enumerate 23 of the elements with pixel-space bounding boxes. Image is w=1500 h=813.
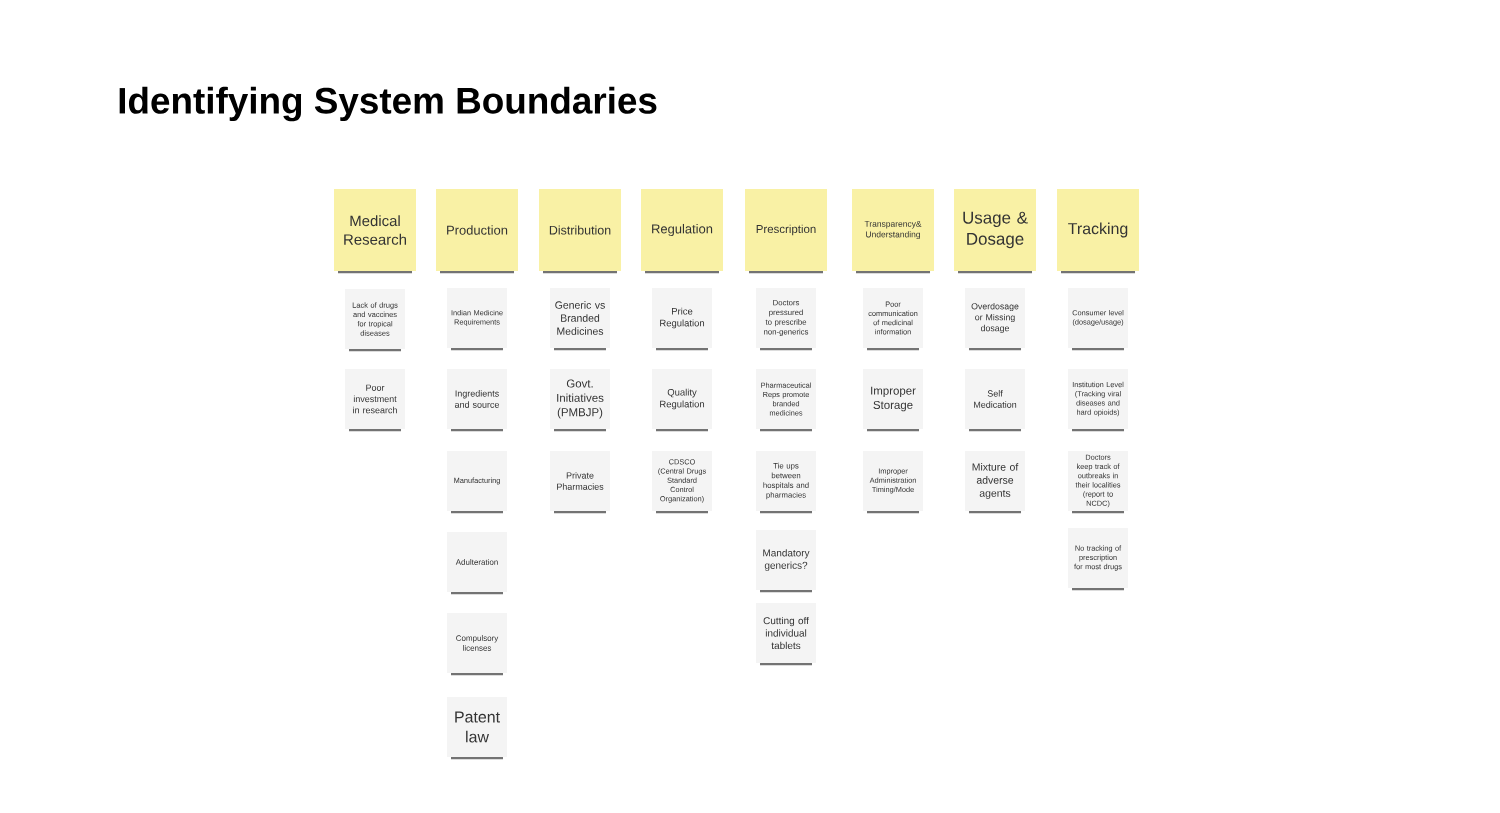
- sticky-note: Improper Storage: [863, 369, 923, 432]
- sticky-note: Overdosage or Missing dosage: [965, 288, 1025, 351]
- category-note: Production: [436, 189, 518, 274]
- sticky-note: Cutting off individual tablets: [756, 603, 816, 666]
- sticky-note: Govt. Initiatives (PMBJP): [550, 369, 610, 432]
- category-note: Medical Research: [334, 189, 416, 274]
- sticky-note: Mixture of adverse agents: [965, 451, 1025, 514]
- category-note: Tracking: [1057, 189, 1139, 274]
- sticky-note: Patent law: [447, 697, 507, 760]
- category-note: Prescription: [745, 189, 827, 274]
- sticky-note: Private Pharmacies: [550, 451, 610, 514]
- category-note: Transparency& Understanding: [852, 189, 934, 274]
- category-note: Usage & Dosage: [954, 189, 1036, 274]
- sticky-note: Quality Regulation: [652, 369, 712, 432]
- sticky-note: Price Regulation: [652, 288, 712, 351]
- category-note: Regulation: [641, 189, 723, 274]
- category-note: Distribution: [539, 189, 621, 274]
- sticky-note: Poor investment in research: [345, 369, 405, 432]
- sticky-note: Mandatory generics?: [756, 530, 816, 593]
- sticky-note: Ingredients and source: [447, 369, 507, 432]
- sticky-note: Self Medication: [965, 369, 1025, 432]
- title: Identifying System Boundaries: [119, 86, 657, 122]
- sticky-note: Generic vs Branded Medicines: [550, 288, 610, 351]
